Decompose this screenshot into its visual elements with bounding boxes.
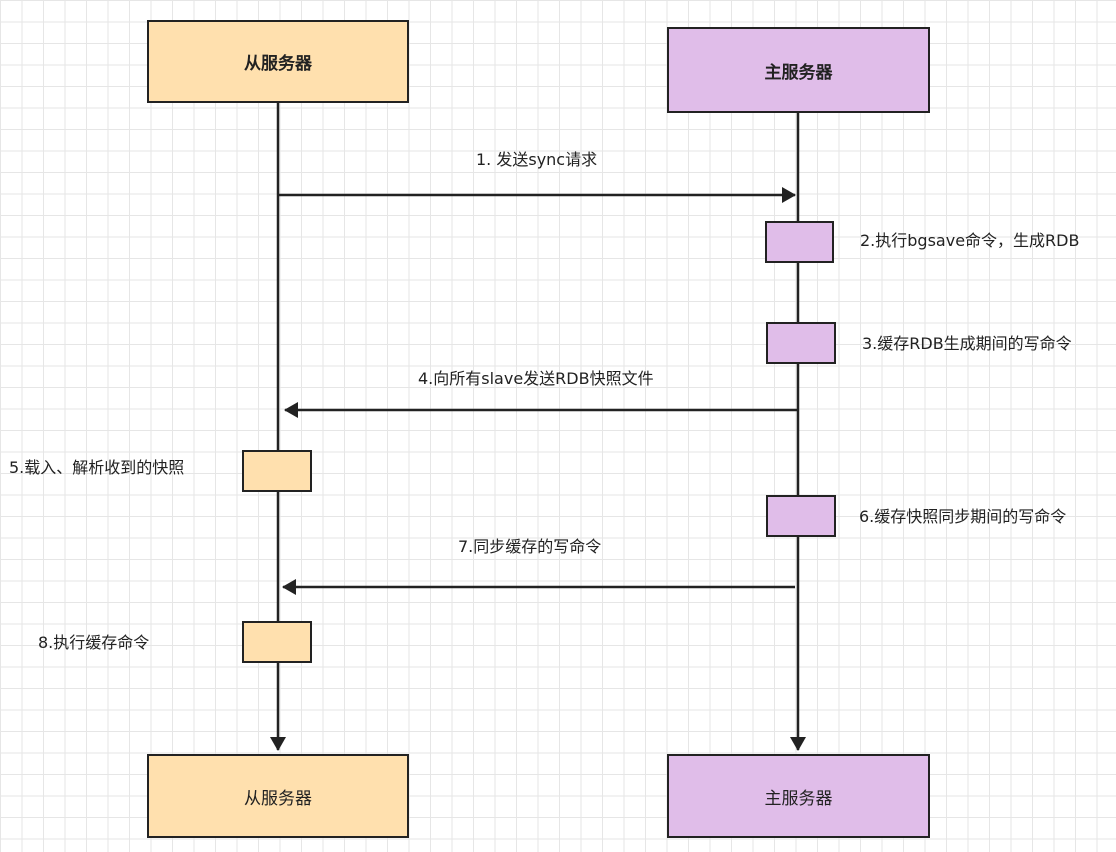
step-2-label: 2.执行bgsave命令，生成RDB [860,231,1080,250]
master-activation-cache-rdb-writes [766,322,836,364]
step-3-label: 3.缓存RDB生成期间的写命令 [862,334,1072,353]
slave-server-box-top: 从服务器 [147,20,409,103]
slave-server-label-top: 从服务器 [244,54,312,74]
slave-server-label-bottom: 从服务器 [244,788,312,809]
step-1-label: 1. 发送sync请求 [476,150,598,169]
master-activation-bgsave [765,221,834,263]
step-4-label: 4.向所有slave发送RDB快照文件 [418,369,654,388]
master-server-box-top: 主服务器 [667,27,930,113]
step-5-label: 5.载入、解析收到的快照 [9,458,185,477]
slave-server-box-bottom: 从服务器 [147,754,409,838]
slave-activation-execute-cached [242,621,312,663]
master-server-label-top: 主服务器 [764,62,833,83]
step-8-label: 8.执行缓存命令 [38,633,150,652]
master-server-box-bottom: 主服务器 [667,754,930,838]
step-7-label: 7.同步缓存的写命令 [458,537,602,556]
slave-activation-load-snapshot [242,450,312,492]
master-activation-cache-snapshot-writes [766,495,836,537]
master-server-label-bottom: 主服务器 [764,788,833,809]
step-6-label: 6.缓存快照同步期间的写命令 [859,507,1067,526]
